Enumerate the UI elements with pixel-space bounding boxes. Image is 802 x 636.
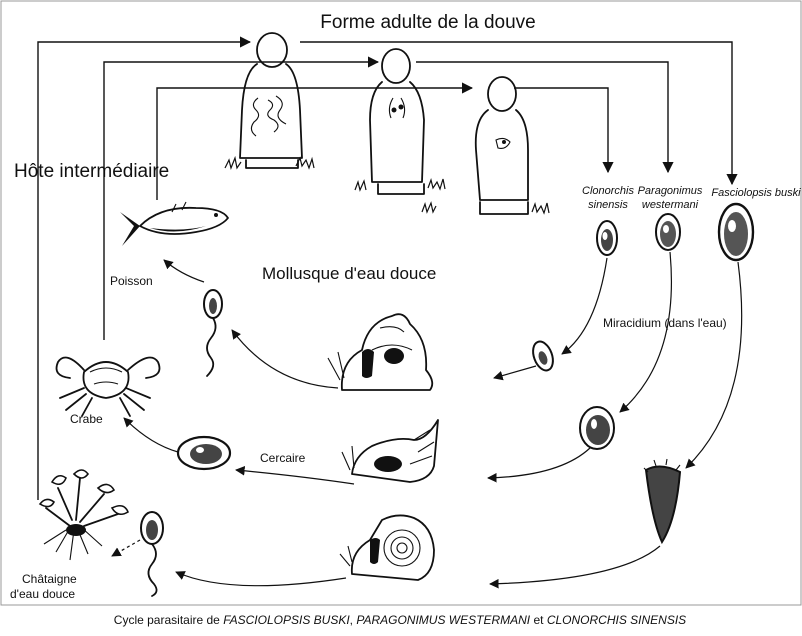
- arrow-snail-to-metacercaria: [176, 572, 346, 586]
- caption-species-2: PARAGONIMUS WESTERMANI: [356, 613, 530, 627]
- miracidium-clonorchis: [529, 339, 556, 373]
- larva-clonorchis: [204, 290, 222, 376]
- arrow-snail-to-cercaria: [236, 470, 354, 484]
- caption-species-3: CLONORCHIS SINENSIS: [547, 613, 686, 627]
- arrow-miracidium-to-snail-2: [488, 448, 590, 478]
- human-host-small: [422, 77, 549, 214]
- species-clonorchis-line1: Clonorchis: [582, 185, 634, 197]
- crab-label: Crabe: [70, 412, 103, 426]
- figure-caption: Cycle parasitaire de FASCIOLOPSIS BUSKI,…: [114, 613, 686, 627]
- mollusc-label: Mollusque d'eau douce: [262, 264, 436, 283]
- caption-species-1: FASCIOLOPSIS BUSKI: [223, 613, 350, 627]
- larva-fasciolopsis: [141, 512, 163, 596]
- species-fasciolopsis: Fasciolopsis buski: [711, 187, 801, 199]
- caption-prefix: Cycle parasitaire de: [114, 613, 223, 627]
- arrow-miracidium-to-snail-3: [490, 546, 660, 584]
- snail-paragonimus: [342, 420, 438, 482]
- arrow-egg-to-miracidium-2: [620, 252, 671, 412]
- arrow-egg-to-miracidium-3: [686, 262, 742, 468]
- caption-sep-1: ,: [350, 613, 357, 627]
- intermediate-host-label: Hôte intermédiaire: [14, 161, 169, 182]
- cercaria-label: Cercaire: [260, 451, 306, 465]
- water-chestnut-label-line2: d'eau douce: [10, 587, 75, 601]
- miracidium-fasciolopsis: [644, 459, 680, 542]
- arrow-egg-to-miracidium-1: [562, 258, 607, 354]
- species-clonorchis-line2: sinensis: [588, 199, 628, 211]
- arrow-larva-to-crab: [124, 418, 178, 452]
- species-paragonimus-line2: westermani: [642, 199, 699, 211]
- fish-host: [120, 202, 228, 246]
- miracidium-label: Miracidium (dans l'eau): [603, 316, 727, 330]
- water-chestnut-plant: [40, 470, 128, 560]
- fish-label: Poisson: [110, 274, 153, 288]
- human-host-medium: [355, 49, 445, 194]
- miracidium-paragonimus: [580, 407, 614, 449]
- arrow-miracidium-to-snail-1: [494, 366, 536, 378]
- arrow-larva-to-fish: [164, 260, 204, 282]
- larva-paragonimus: [178, 437, 230, 469]
- snail-fasciolopsis: [340, 515, 434, 580]
- human-host-large: [225, 33, 314, 168]
- crab-host: [57, 358, 160, 417]
- arrow-snail-to-redia: [232, 330, 338, 388]
- snail-clonorchis: [328, 314, 432, 390]
- caption-sep-2: et: [530, 613, 547, 627]
- egg-fasciolopsis: [719, 204, 753, 260]
- arrow-larva-to-chestnut: [112, 540, 140, 556]
- species-paragonimus-line1: Paragonimus: [638, 185, 703, 197]
- egg-clonorchis: [597, 221, 617, 255]
- diagram-title: Forme adulte de la douve: [320, 12, 535, 33]
- water-chestnut-label-line1: Châtaigne: [22, 572, 77, 586]
- egg-paragonimus: [656, 214, 680, 250]
